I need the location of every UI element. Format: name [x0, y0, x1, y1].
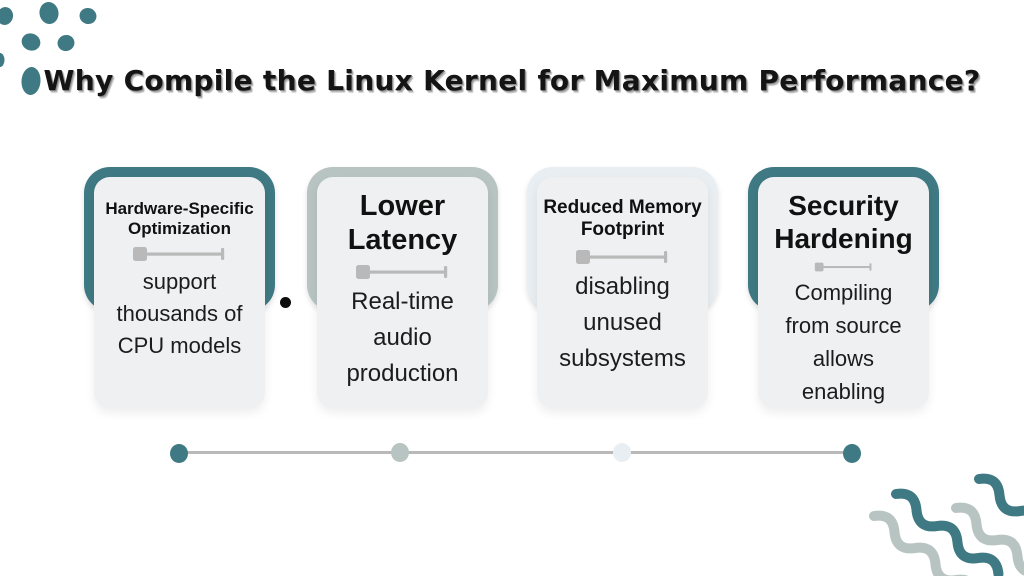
card-reduced-memory-footprint: Reduced Memory Footprint disabling unuse… [527, 167, 718, 409]
card-title: Hardware-Specific Optimization [105, 199, 254, 239]
timeline-dot-3 [613, 443, 631, 462]
card-hardware-specific-optimization: Hardware-Specific Optimization support t… [84, 167, 275, 409]
card-lower-latency: Lower Latency Real-time audio production [307, 167, 498, 409]
card-title: Reduced Memory Footprint [543, 197, 702, 241]
slider-icon [355, 265, 447, 280]
card-body: Real-time audio production [346, 288, 459, 388]
card-panel: Reduced Memory Footprint disabling unuse… [537, 177, 708, 408]
card-panel: Hardware-Specific Optimization support t… [94, 177, 265, 408]
waves-decoration [869, 473, 1024, 576]
card-body: disabling unused subsystems [559, 272, 686, 372]
card-panel: Security Hardening Compiling from source… [758, 177, 929, 408]
timeline-dot-2 [391, 443, 409, 462]
card-title: Lower Latency [347, 190, 458, 257]
card-body: Compiling from source allows enabling [785, 280, 902, 404]
slider-icon [575, 249, 667, 264]
page-title: Why Compile the Linux Kernel for Maximum… [43, 64, 981, 97]
slider-icon [132, 247, 224, 262]
dots-decoration [0, 2, 97, 95]
timeline-dot-1 [170, 444, 188, 463]
card-panel: Lower Latency Real-time audio production [317, 177, 488, 408]
card-title: Security Hardening [774, 190, 913, 255]
card-body: support thousands of CPU models [116, 269, 243, 359]
teal-dots-group [0, 2, 97, 95]
timeline-line [179, 451, 852, 454]
card-security-hardening: Security Hardening Compiling from source… [748, 167, 939, 409]
bullet-dot [280, 297, 291, 308]
slider-icon [814, 262, 871, 272]
